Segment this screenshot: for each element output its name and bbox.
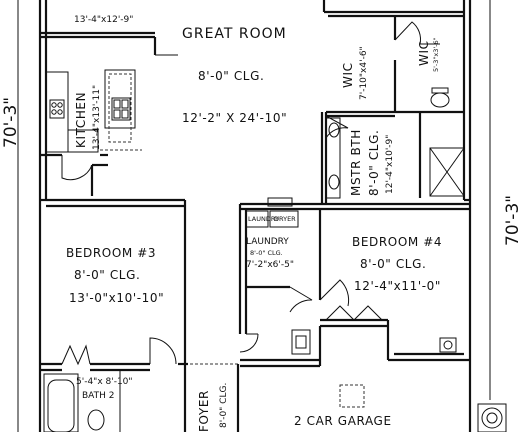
garage-name: 2 CAR GARAGE <box>294 414 392 428</box>
bedroom-4-name: BEDROOM #4 <box>352 235 442 249</box>
bath-2-dims: 5'-4"x 8'-10" <box>76 377 133 387</box>
overall-dim-right: 70'-3" <box>503 195 521 246</box>
wic-2-dims: 5'-3"x3'-6" <box>432 37 440 72</box>
laundry-name: LAUNDRY <box>246 237 289 247</box>
master-bath-dims: 12'-4"x10'-9" <box>385 135 395 194</box>
foyer-ceiling: 8'-0" CLG. <box>219 383 229 428</box>
laundry-ceiling: 8'-0" CLG. <box>250 249 283 257</box>
wic-2-name: WIC <box>417 40 431 66</box>
wic-1-dims: 7'-10"x4'-6" <box>359 46 369 100</box>
overall-dim-left: 70'-3" <box>1 97 21 148</box>
top-left-room-dims: 13'-4"x12'-9" <box>74 15 133 25</box>
foyer-name: FOYER <box>197 390 211 432</box>
kitchen-fixtures <box>45 69 142 153</box>
laundry-tag-right: DRYER <box>274 215 296 223</box>
bedroom-3-name: BEDROOM #3 <box>66 246 156 260</box>
master-bath-ceiling: 8'-0" CLG. <box>367 130 381 196</box>
great-room-dims: 12'-2" X 24'-10" <box>182 111 287 125</box>
master-bath-name: MSTR BTH <box>349 129 363 196</box>
bedroom-4-dims: 12'-4"x11'-0" <box>354 279 441 293</box>
room-labels: 13'-4"x12'-9" GREAT ROOM 8'-0" CLG. 12'-… <box>66 15 442 432</box>
great-room-ceiling: 8'-0" CLG. <box>198 69 264 83</box>
laundry-tag-left: LAUNDRY <box>248 215 279 223</box>
bath-fixtures <box>43 87 507 432</box>
interior-walls <box>40 0 470 432</box>
bedroom-4-ceiling: 8'-0" CLG. <box>360 257 426 271</box>
great-room-name: GREAT ROOM <box>182 26 287 42</box>
wic-1-name: WIC <box>341 62 355 88</box>
laundry-dims: 7'-2"x6'-5" <box>246 260 294 270</box>
bedroom-3-ceiling: 8'-0" CLG. <box>74 268 140 282</box>
bedroom-3-dims: 13'-0"x10'-10" <box>69 291 164 305</box>
kitchen-dims: 13'-4"x13'-11" <box>92 85 102 150</box>
bath-2-name: BATH 2 <box>82 391 114 401</box>
kitchen-name: KITCHEN <box>74 92 88 148</box>
door-swings <box>61 21 440 366</box>
